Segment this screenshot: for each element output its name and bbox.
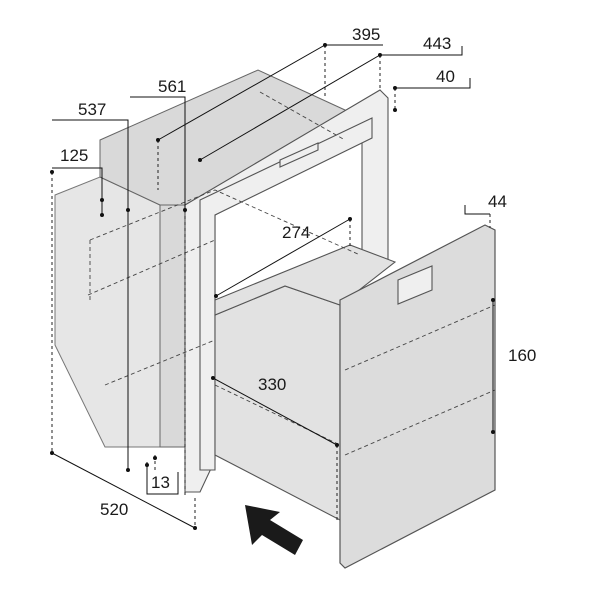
- dim-274: 274: [282, 223, 310, 242]
- dim-537: 537: [78, 100, 106, 119]
- insertion-arrow-icon: [245, 505, 303, 555]
- frame-handle: [279, 142, 319, 168]
- dim-40: 40: [436, 67, 455, 86]
- dimension-labels: 395 443 40 561 537 125 44 274 160 330 52…: [60, 25, 536, 519]
- drawer-door: [339, 224, 496, 569]
- dimension-dots: [50, 43, 495, 530]
- dim-13: 13: [151, 473, 170, 492]
- dim-330: 330: [258, 375, 286, 394]
- dim-561: 561: [158, 77, 186, 96]
- dim-520: 520: [100, 500, 128, 519]
- front-frame: [184, 89, 389, 493]
- dim-395: 395: [352, 25, 380, 44]
- dim-44: 44: [488, 192, 507, 211]
- dim-443: 443: [423, 34, 451, 53]
- dim-160: 160: [508, 346, 536, 365]
- door-handle: [397, 265, 433, 305]
- cabinet-body: [54, 69, 346, 448]
- dim-125: 125: [60, 146, 88, 165]
